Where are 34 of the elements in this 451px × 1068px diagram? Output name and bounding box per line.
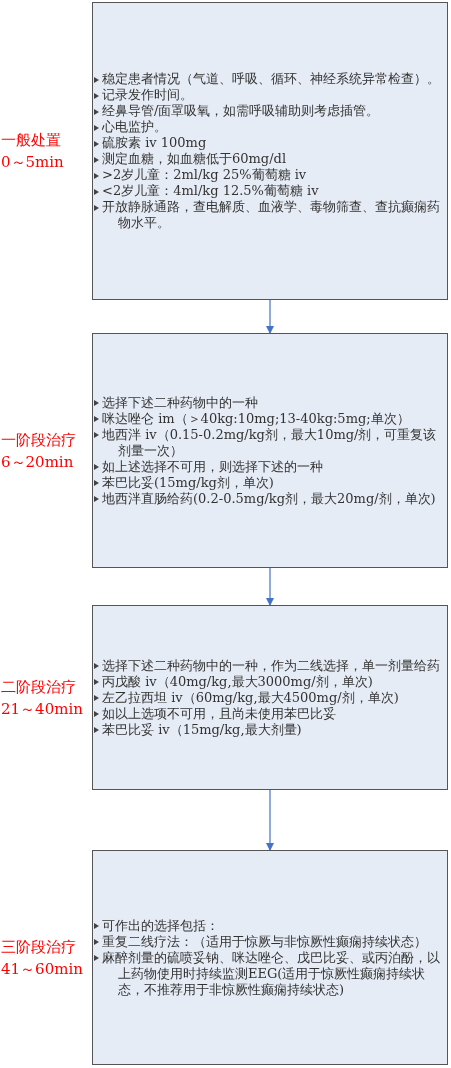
bullet-text: 选择下述二种药物中的一种	[102, 394, 258, 410]
bullet-text: 苯巴比妥 iv（15mg/kg,最大剂量)	[102, 721, 302, 737]
stage-label: 三阶段治疗	[1, 936, 76, 958]
bullet-text: 硫胺素 iv 100mg	[102, 135, 207, 150]
bullet-text: 可作出的选择包括：	[102, 917, 219, 933]
arrow	[266, 789, 274, 851]
stage-label: 6～20min	[1, 451, 74, 473]
bullet-text: 麻醉剂量的硫喷妥钠、咪达唑仑、戊巴比妥、或丙泊酚，以上药物使用时持续监测EEG(适用于惊厥性癫痫持续状态，不推荐用于非惊厥性癫痫持续状态)	[102, 949, 440, 997]
bullet-text: 咪达唑仑 im（＞40kg:10mg;13-40kg:5mg;单次）	[102, 410, 410, 426]
bullet-text: <2岁儿童：4ml/kg 12.5%葡萄糖 iv	[102, 183, 319, 198]
stage-label: 21～40min	[1, 698, 83, 720]
arrow	[266, 567, 274, 606]
bullet-text: 开放静脉通路，查电解质、血液学、毒物筛查、查抗癫痫药物水平。	[102, 199, 440, 230]
stage-label: 0～5min	[1, 152, 64, 173]
bullet-text: 地西泮直肠给药(0.2-0.5mg/kg剂，最大20mg/剂，单次)	[102, 490, 436, 506]
stage-label: 二阶段治疗	[1, 676, 76, 698]
stage-label: 一阶段治疗	[1, 429, 76, 451]
bullet-text: 丙戊酸 iv（40mg/kg,最大3000mg/剂，单次)	[102, 673, 373, 689]
bullet-text: 左乙拉西坦 iv（60mg/kg,最大4500mg/剂，单次)	[102, 689, 399, 705]
bullet-text: 稳定患者情况（气道、呼吸、循环、神经系统异常检查）。	[102, 71, 440, 86]
bullet-text: 经鼻导管/面罩吸氧，如需呼吸辅助则考虑插管。	[102, 103, 380, 118]
arrow	[266, 299, 274, 334]
bullet-text: 选择下述二种药物中的一种，作为二线选择，单一剂量给药	[102, 657, 440, 673]
bullet-text: 如上述选择不可用，则选择下述的一种	[102, 458, 323, 474]
bullet-text: 心电监护。	[102, 119, 167, 134]
stage-label: 41～60min	[1, 958, 83, 980]
bullet-text: 如以上选项不可用，且尚未使用苯巴比妥	[102, 705, 336, 721]
bullet-text: 记录发作时间。	[102, 87, 193, 102]
bullet-text: >2岁儿童：2ml/kg 25%葡萄糖 iv	[102, 167, 307, 182]
stage-label: 一般处置	[1, 130, 61, 151]
bullet-text: 测定血糖，如血糖低于60mg/dl	[102, 151, 287, 166]
bullet-text: 地西泮 iv（0.15-0.2mg/kg剂，最大10mg/剂，可重复该剂量一次）	[102, 426, 437, 458]
bullet-text: 苯巴比妥(15mg/kg剂，单次)	[102, 474, 274, 490]
bullet-text: 重复二线疗法：（适用于惊厥与非惊厥性癫痫持续状态）	[102, 933, 427, 949]
